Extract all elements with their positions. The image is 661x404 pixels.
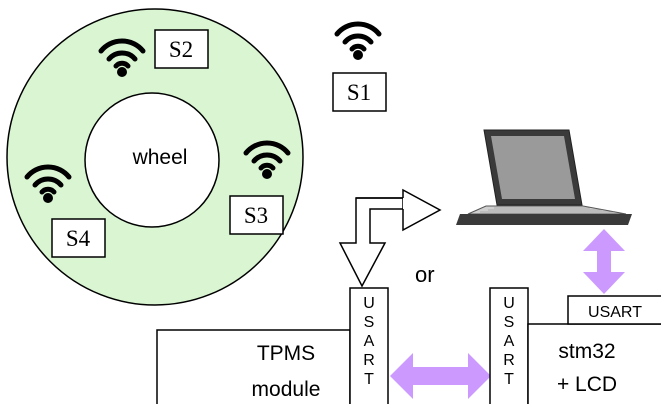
tpms-module-box: [156, 329, 351, 404]
wheel-label: wheel: [132, 146, 188, 169]
s4-label: S4: [66, 226, 91, 251]
usart-stm32-letter-t: T: [504, 371, 514, 388]
or-label: or: [415, 262, 435, 287]
usart-tpms-letter-u: U: [363, 295, 375, 312]
usart-stm32-letter-r: R: [503, 352, 515, 369]
bent-arrow-head-right: [402, 188, 442, 232]
stm32-label-line2: + LCD: [557, 373, 617, 396]
usart-box-stm32: [489, 287, 529, 404]
wifi-icon-s4: [24, 164, 72, 203]
s2-label: S2: [169, 37, 193, 62]
usart-tpms-letter-s: S: [364, 314, 375, 331]
vertical-double-arrow: [583, 229, 625, 294]
usart-stm32-letter-a: A: [504, 333, 515, 350]
usart-top-label: USART: [588, 304, 642, 321]
usart-tpms-letter-t: T: [364, 371, 374, 388]
stm32-label-line1: stm32: [558, 340, 615, 363]
usart-tpms-letter-a: A: [364, 333, 375, 350]
horizontal-double-arrow: [390, 353, 491, 399]
laptop-icon: [456, 129, 632, 225]
wifi-icon-s3: [243, 140, 291, 179]
s3-label: S3: [244, 203, 268, 228]
s1-label-box: [332, 72, 387, 112]
usart-stm32-letter-s: S: [504, 314, 515, 331]
bent-arrow: [338, 197, 404, 288]
usart-box-tpms: [349, 287, 389, 404]
usart-tpms-letter-r: R: [363, 352, 375, 369]
wifi-icon-s2: [98, 38, 146, 77]
s4-label-box: [51, 218, 106, 258]
s1-label: S1: [347, 80, 371, 105]
s2-label-box: [154, 29, 209, 69]
tpms-label-line1: TPMS: [257, 342, 315, 365]
usart-stm32-letter-u: U: [503, 295, 515, 312]
stm32-box: [527, 323, 661, 404]
wifi-icon-s1: [334, 21, 382, 60]
usart-box-top: [567, 295, 661, 325]
tpms-label-line2: module: [252, 378, 321, 401]
s3-label-box: [229, 195, 284, 235]
